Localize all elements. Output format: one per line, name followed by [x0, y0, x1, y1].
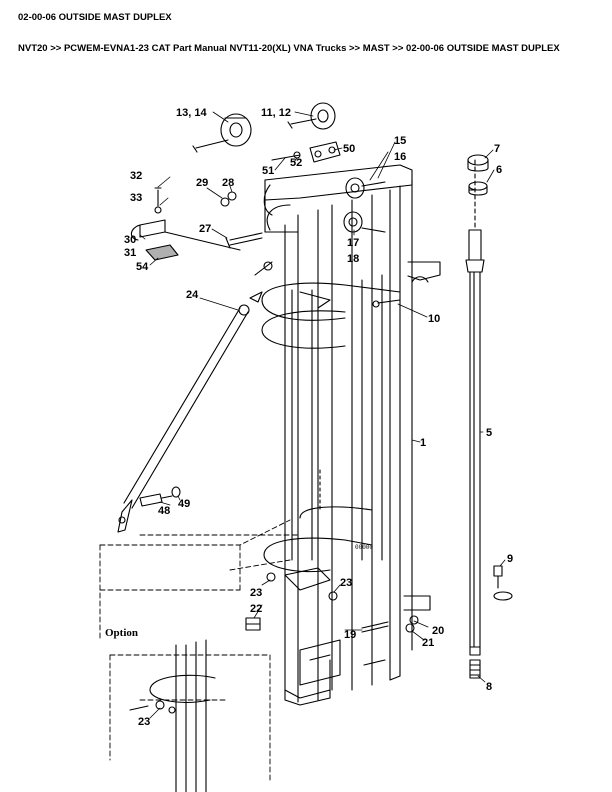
option-detail	[129, 639, 216, 792]
callout-51: 51	[262, 165, 274, 177]
callout-18: 18	[347, 253, 359, 265]
callout-28: 28	[222, 177, 234, 189]
breadcrumb-item-manual[interactable]: PCWEM-EVNA1-23 CAT Part Manual NVT11-20(…	[63, 43, 347, 54]
callout-54: 54	[136, 261, 149, 273]
callout-5: 5	[486, 427, 492, 439]
roller-13-14	[192, 113, 252, 153]
callout-9: 9	[507, 553, 513, 565]
callout-27: 27	[199, 223, 211, 235]
callout-31: 31	[124, 247, 136, 259]
callout-21: 21	[422, 637, 434, 649]
callout-13-14: 13, 14	[176, 107, 207, 119]
switch-assembly	[130, 187, 241, 261]
callout-33: 33	[130, 192, 142, 204]
breadcrumb-separator: >>	[346, 43, 363, 54]
breadcrumb-item-nvt20[interactable]: NVT20	[18, 43, 48, 54]
roller-11-12	[287, 102, 336, 130]
callout-16: 16	[394, 151, 406, 163]
callout-8: 8	[486, 681, 492, 693]
roller-15-16	[345, 177, 386, 199]
callout-10: 10	[428, 313, 440, 325]
ring-7-spacer-6	[467, 154, 489, 196]
nut-28-29	[220, 191, 237, 207]
leader-lines	[139, 111, 506, 719]
cable-guide-24	[117, 261, 273, 533]
bolt-27	[225, 232, 263, 249]
callout-1: 1	[420, 437, 426, 449]
callout-labels: 13, 14 11, 12 15 16 7 6 32 33 29 28 50 5…	[105, 107, 513, 728]
breadcrumb-item-current: 02-00-06 OUTSIDE MAST DUPLEX	[406, 43, 560, 54]
callout-32: 32	[130, 170, 142, 182]
stamp-text: 00000	[355, 544, 373, 551]
callout-23-left: 23	[250, 587, 262, 599]
lift-cylinder-5	[465, 159, 485, 679]
callout-52: 52	[290, 157, 302, 169]
option-label: Option	[105, 627, 138, 639]
callout-30: 30	[124, 234, 136, 246]
roller-17-18	[343, 211, 386, 233]
breadcrumb-item-mast[interactable]: MAST	[362, 43, 390, 54]
page-title: 02-00-06 OUTSIDE MAST DUPLEX	[18, 12, 172, 23]
callout-24: 24	[186, 289, 199, 301]
chain-anchor-50	[271, 141, 341, 163]
breadcrumb: NVT20 >> PCWEM-EVNA1-23 CAT Part Manual …	[18, 43, 560, 54]
callout-7: 7	[494, 143, 500, 155]
callout-50: 50	[343, 143, 355, 155]
nut-23-22	[245, 572, 386, 666]
bolt-10	[372, 299, 401, 308]
pin-48-49	[139, 486, 181, 507]
bolt-19-20-21	[361, 615, 419, 633]
callout-48: 48	[158, 505, 170, 517]
callout-6: 6	[496, 164, 502, 176]
callout-11-12: 11, 12	[261, 107, 291, 119]
callout-29: 29	[196, 177, 208, 189]
callout-15: 15	[394, 135, 406, 147]
breadcrumb-separator: >>	[47, 43, 64, 54]
callout-17: 17	[347, 237, 359, 249]
truck-body-outline	[99, 519, 301, 781]
callout-19: 19	[344, 629, 356, 641]
callout-20: 20	[432, 625, 444, 637]
bolt-9	[493, 565, 513, 601]
callout-23-option: 23	[138, 716, 150, 728]
exploded-parts-diagram: 13, 14 11, 12 15 16 7 6 32 33 29 28 50 5…	[99, 102, 513, 792]
mast-assembly	[261, 164, 441, 706]
breadcrumb-separator: >>	[389, 43, 407, 54]
callout-49: 49	[178, 498, 190, 510]
callout-22: 22	[250, 603, 262, 615]
callout-23-center: 23	[340, 577, 352, 589]
